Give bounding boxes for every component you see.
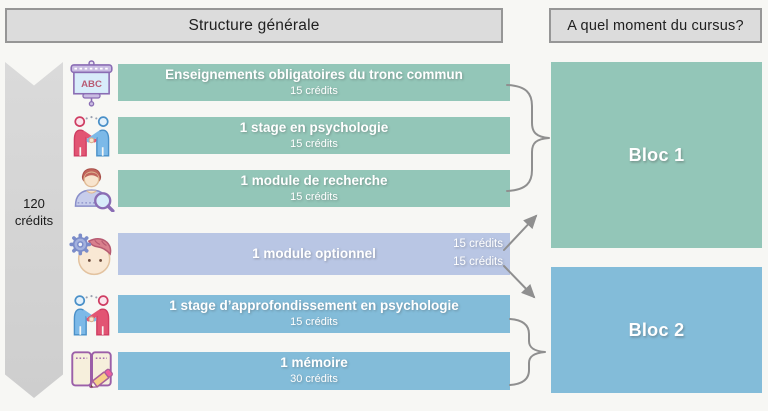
bar-credits: 15 crédits — [290, 316, 338, 329]
bar-credits: 15 crédits — [290, 190, 338, 203]
bar-tronc-commun: Enseignements obligatoires du tronc comm… — [118, 64, 510, 101]
bloc-1-label: Bloc 1 — [628, 144, 685, 165]
bar-credits: 15 crédits — [290, 84, 338, 97]
person-search-icon — [68, 165, 115, 212]
bloc-2-label: Bloc 2 — [628, 319, 685, 340]
bar-title: Enseignements obligatoires du tronc comm… — [165, 66, 463, 82]
handshake-icon — [68, 112, 115, 159]
bloc-2-box: Bloc 2 — [551, 267, 762, 393]
bar-credits: 15 crédits — [290, 137, 338, 150]
bar-credits: 30 crédits — [290, 373, 338, 386]
bloc-2-brace — [509, 318, 546, 386]
cursus-header: A quel moment du cursus? — [549, 8, 762, 43]
notebook-pencil-icon — [68, 347, 115, 394]
bar-title: 1 module de recherche — [240, 172, 388, 188]
bar-memoire: 1 mémoire 30 crédits — [118, 352, 510, 390]
bar-credits-split: 15 crédits 15 crédits — [453, 238, 503, 268]
bar-title: 1 stage d’approfondissement en psycholog… — [169, 298, 459, 314]
bar-stage-approfondissement: 1 stage d’approfondissement en psycholog… — [118, 295, 510, 333]
bar-module-optionnel: 1 module optionnel 15 crédits 15 crédits — [118, 233, 510, 275]
structure-header: Structure générale — [5, 8, 503, 43]
total-credits-ribbon — [5, 62, 63, 398]
bar-title: 1 stage en psychologie — [239, 119, 389, 135]
bar-module-recherche: 1 module de recherche 15 crédits — [118, 170, 510, 207]
bloc-1-brace — [506, 84, 550, 192]
total-credits-label: 120 crédits — [14, 196, 54, 228]
bloc-1-box: Bloc 1 — [551, 62, 762, 248]
head-gear-icon — [68, 230, 115, 277]
bar-title: 1 module optionnel — [252, 245, 376, 261]
bar-title: 1 mémoire — [280, 355, 348, 371]
cursus-header-label: A quel moment du cursus? — [567, 17, 744, 34]
presentation-board-icon: ABC — [68, 60, 115, 107]
handshake-icon — [68, 291, 115, 338]
bar-stage-psychologie: 1 stage en psychologie 15 crédits — [118, 117, 510, 154]
abc-text: ABC — [81, 79, 102, 90]
structure-header-label: Structure générale — [188, 16, 320, 34]
